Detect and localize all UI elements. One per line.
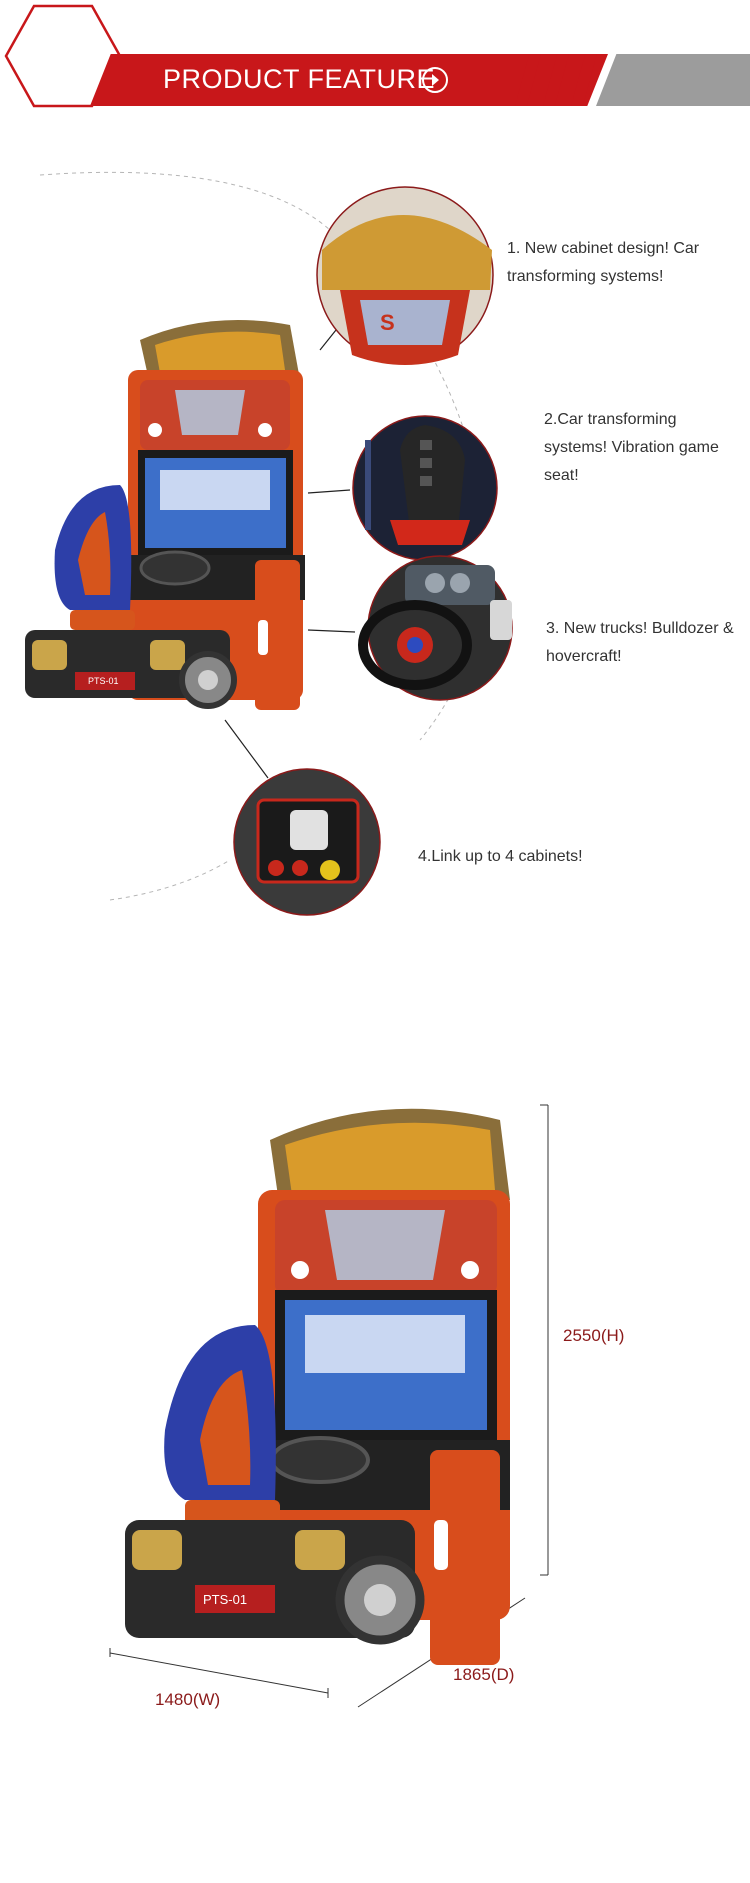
dimensions-illustration: PTS-01 — [109, 1104, 549, 1708]
feature-description: Link up to 4 cabinets! — [431, 848, 583, 865]
feature-2-circle-image — [352, 415, 498, 561]
svg-text:S: S — [380, 310, 395, 335]
feature-description: New cabinet design! Car transforming sys… — [507, 240, 700, 285]
feature-number: 4. — [418, 848, 432, 865]
chevron-right-circle-icon — [422, 67, 448, 93]
plate-text-large: PTS-01 — [203, 1592, 247, 1607]
feature-number: 3. — [546, 620, 560, 637]
feature-text-4: 4.Link up to 4 cabinets! — [418, 843, 638, 871]
feature-number: 2 — [544, 411, 553, 428]
feature-description: New trucks! Bulldozer & hovercraft! — [546, 620, 734, 665]
feature-text-3: 3. New trucks! Bulldozer & hovercraft! — [546, 615, 736, 671]
feature-number: 1. — [507, 240, 521, 257]
feature-text-2: 2.Car transforming systems! Vibration ga… — [544, 406, 729, 490]
banner-title: PRODUCT FEATURE — [163, 64, 436, 94]
product-feature-banner: PRODUCT FEATURE — [0, 0, 750, 130]
arcade-machine-dimensions-image — [125, 1108, 510, 1665]
feature-text-1: 1. New cabinet design! Car transforming … — [507, 235, 707, 291]
feature-description: .Car transforming systems! Vibration gam… — [544, 411, 719, 484]
hexagon-outline-icon — [4, 4, 122, 108]
dimension-width: 1480(W) — [155, 1690, 221, 1709]
arcade-machine-image — [25, 320, 305, 710]
feature-4-circle-image — [233, 768, 381, 916]
feature-1-circle-image: S — [316, 186, 494, 365]
dimension-height: 2550(H) — [563, 1326, 625, 1345]
banner-gray-bar — [596, 54, 750, 106]
dimension-depth: 1865(D) — [453, 1665, 515, 1684]
plate-text: PTS-01 — [88, 676, 119, 686]
feature-3-circle-image — [358, 555, 513, 701]
features-illustration: PTS-01 S — [25, 171, 513, 916]
